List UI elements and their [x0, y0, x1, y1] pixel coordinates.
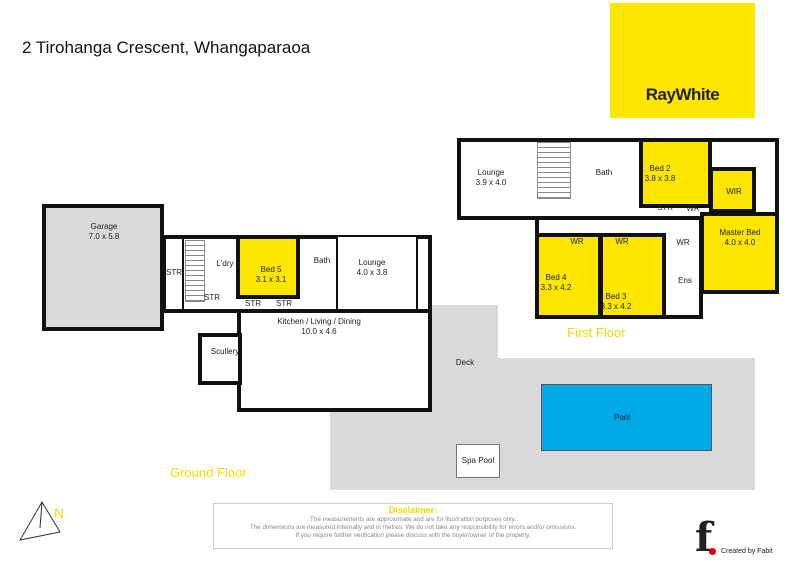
bath-label: Bath [313, 256, 331, 265]
credit-text: Created by Fabit [721, 548, 773, 555]
wir [709, 167, 756, 213]
wr-label: WR [686, 204, 700, 213]
disclaimer-heading: Disclaimer: [388, 505, 438, 515]
spa-label: Spa Pool [461, 456, 495, 465]
north-compass-icon [19, 501, 61, 541]
wr-label: WR [676, 238, 690, 247]
str-label: STR [276, 299, 292, 308]
fabit-f-icon: f [695, 514, 713, 561]
scullery [198, 333, 242, 385]
str-label: STR [204, 293, 220, 302]
pool-label: Pool [613, 413, 631, 422]
str-label: STR [166, 268, 182, 277]
raywhite-logo: RayWhite [610, 3, 755, 118]
stairs [185, 240, 205, 302]
deck [432, 305, 498, 418]
wr-label: WR [570, 237, 584, 246]
stairs [537, 142, 571, 199]
deck-label: Deck [455, 358, 475, 367]
wir-label: WIR [726, 187, 742, 196]
ff-bath-label: Bath [595, 168, 613, 177]
disclaimer: Disclaimer: The measurements are approxi… [213, 503, 613, 549]
master-bed [700, 212, 779, 294]
str-label: STR [657, 203, 673, 212]
first-floor-label: First Floor [567, 325, 626, 340]
ens-label: Ens [678, 276, 692, 285]
disclaimer-line: The dimensions are measured internally a… [249, 524, 577, 531]
str-label: STR [245, 299, 261, 308]
disclaimer-line: If you require further verification plea… [295, 532, 531, 539]
disclaimer-line: The measurements are approximate and are… [309, 516, 517, 523]
ground-floor-label: Ground Floor [170, 465, 247, 480]
bed-5 [236, 235, 300, 299]
laundry-label: L'dry [216, 259, 234, 268]
wr-label: WR [615, 237, 629, 246]
page-title: 2 Tirohanga Crescent, Whangaparaoa [22, 38, 311, 57]
scullery-label: Scullery [210, 347, 240, 356]
fabit-logo: f Created by Fabit [695, 514, 773, 561]
pool [541, 384, 712, 451]
bed-3 [599, 233, 666, 319]
spa-pool [456, 444, 500, 478]
str-room [164, 237, 184, 311]
compass-label: N [54, 505, 65, 521]
kitchen-living-dining [237, 309, 432, 412]
fabit-dot-icon [709, 548, 716, 555]
bed-2 [639, 138, 712, 208]
lounge [336, 235, 418, 311]
